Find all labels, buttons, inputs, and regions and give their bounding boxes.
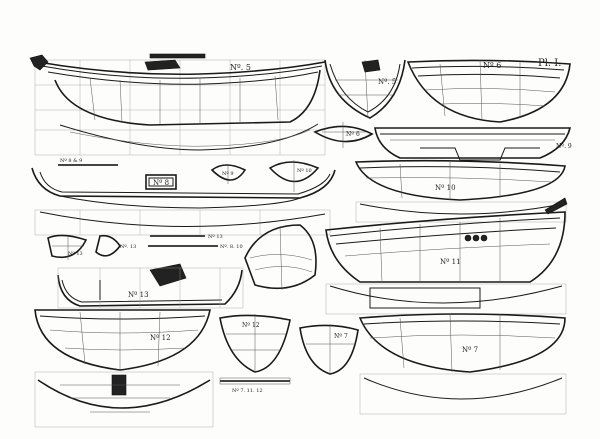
figure-no5-small: Nº. 5: [324, 59, 406, 119]
label-no13-scalebar: Nº 13: [208, 234, 223, 240]
label-no8-scale: Nº 8 & 9: [60, 158, 82, 164]
label-no8-scalebar: Nº. 8. 10: [220, 244, 243, 250]
label-no5-main: Nº. 5: [230, 63, 251, 72]
label-no12: Nº 12: [150, 334, 171, 342]
figure-no9: Nº. 9: [374, 127, 572, 161]
label-no13: Nº 13: [128, 291, 149, 299]
figure-no11: Nº 11: [325, 197, 568, 315]
label-no6: Nº 6: [483, 61, 501, 70]
label-no9: Nº. 9: [556, 143, 572, 150]
figure-no9-small: Nº 9 Nº 10: [210, 160, 320, 192]
label-no7: Nº 7: [462, 346, 478, 354]
figure-no6-small: Nº 6: [313, 122, 374, 148]
label-no11: Nº 11: [440, 258, 461, 266]
plate-label: Pl. I.: [538, 58, 561, 69]
scale-bars-middle: Nº 13 Nº. 8. 10: [148, 234, 243, 250]
figure-no7: Nº 7: [358, 313, 567, 415]
figure-round-plan: [244, 224, 317, 291]
figure-no8: Nº 8 Nº 8 & 9: [31, 158, 336, 236]
label-bottom-scale: Nº 7. 11. 12: [232, 388, 263, 394]
label-no10-small: Nº 10: [297, 168, 312, 174]
label-no6-small: Nº 6: [346, 131, 360, 138]
label-no8: Nº 8: [153, 179, 169, 187]
bottom-scale-bar: Nº 7. 11. 12: [219, 377, 291, 394]
label-no13-scale: Nº. 13: [120, 244, 136, 250]
figure-no5-main: Nº. 5: [29, 53, 326, 156]
figure-no13: Nº 13: [57, 263, 244, 309]
label-no5-small: Nº. 5: [378, 78, 396, 86]
figure-no12: Nº 12: [34, 309, 214, 428]
label-no10: Nº 10: [435, 184, 456, 192]
figure-no7-small: Nº 7: [299, 324, 359, 375]
figure-no12-small: Nº 12: [219, 314, 291, 373]
figure-no6: Nº 6 Pl. I.: [406, 58, 571, 123]
label-no13-small: Nº 13: [68, 251, 83, 257]
figure-no13-small: Nº 13 Nº. 13: [47, 234, 136, 260]
label-no7-small: Nº 7: [334, 333, 348, 340]
label-no9-small: Nº 9: [222, 171, 234, 177]
label-no12-small: Nº 12: [242, 322, 260, 329]
figure-no10: Nº 10: [354, 159, 567, 223]
